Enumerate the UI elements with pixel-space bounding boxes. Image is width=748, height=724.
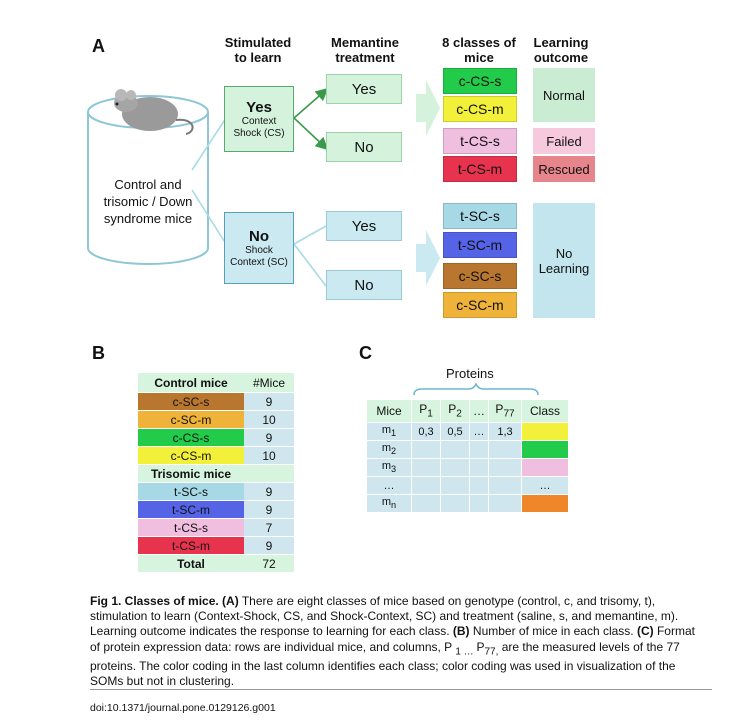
memantine-no-cs: No — [326, 132, 402, 162]
panel-b-label: B — [92, 343, 105, 363]
header-classes: 8 classes of mice — [442, 35, 516, 65]
table-row: c-CS-s 9 — [138, 429, 294, 446]
table-row: t-SC-m 9 — [138, 501, 294, 518]
table-row: m3 — [367, 459, 568, 476]
class-c-sc-m: c-SC-m — [443, 292, 517, 318]
table-row: … … — [367, 477, 568, 494]
panel-a-connectors — [87, 80, 440, 287]
table-subheader: Trisomic mice — [138, 465, 294, 482]
table-header: Control mice #Mice — [138, 373, 294, 392]
class-color-cell — [522, 441, 568, 458]
col-header-control: Control mice — [138, 373, 244, 392]
table-total-row: Total 72 — [138, 555, 294, 572]
cylinder-label: Control and trisomic / Down syndrome mic… — [103, 177, 193, 226]
stim-yes-box: Yes Context Shock (CS) — [224, 86, 294, 152]
table-row: c-SC-s 9 — [138, 393, 294, 410]
panel-c-label: C — [359, 343, 372, 363]
doi-text: doi:10.1371/journal.pone.0129126.g001 — [90, 702, 276, 714]
protein-data-table: Mice P1 P2 … P77 Class m1 0,3 0,5 … 1,3 … — [366, 399, 569, 513]
class-t-sc-s: t-SC-s — [443, 203, 517, 229]
stim-no-box: No Shock Context (SC) — [224, 212, 294, 284]
memantine-no-sc: No — [326, 270, 402, 300]
table-row: c-SC-m 10 — [138, 411, 294, 428]
table-row: t-CS-m 9 — [138, 537, 294, 554]
divider-line — [90, 689, 712, 690]
outcome-normal: Normal — [533, 68, 595, 122]
class-color-cell — [522, 495, 568, 512]
header-outcome: Learning outcome — [533, 35, 589, 65]
class-c-cs-s: c-CS-s — [443, 68, 517, 94]
class-color-cell: … — [522, 477, 568, 494]
panel-a-label: A — [92, 36, 105, 56]
outcome-no-learning: No Learning — [533, 203, 595, 318]
header-stimulated: Stimulated to learn — [224, 35, 292, 65]
outcome-failed: Failed — [533, 128, 595, 154]
table-row: mn — [367, 495, 568, 512]
class-t-cs-s: t-CS-s — [443, 128, 517, 154]
class-t-cs-m: t-CS-m — [443, 156, 517, 182]
proteins-label: Proteins — [446, 366, 494, 381]
class-c-cs-m: c-CS-m — [443, 96, 517, 122]
class-c-sc-s: c-SC-s — [443, 263, 517, 289]
table-row: m2 — [367, 441, 568, 458]
proteins-brace — [413, 383, 539, 396]
header-memantine: Memantine treatment — [331, 35, 399, 65]
figure-caption: Fig 1. Classes of mice. (A) There are ei… — [90, 594, 695, 689]
outcome-rescued: Rescued — [533, 156, 595, 182]
table-header: Mice P1 P2 … P77 Class — [367, 400, 568, 422]
memantine-yes-sc: Yes — [326, 211, 402, 241]
mouse-icon — [114, 89, 194, 135]
class-t-sc-m: t-SC-m — [443, 232, 517, 258]
memantine-yes-cs: Yes — [326, 74, 402, 104]
class-color-cell — [522, 459, 568, 476]
mice-count-table: Control mice #Mice c-SC-s 9 c-SC-m 10 c-… — [138, 372, 294, 573]
class-color-cell — [522, 423, 568, 440]
table-row: t-CS-s 7 — [138, 519, 294, 536]
table-row: c-CS-m 10 — [138, 447, 294, 464]
table-row: t-SC-s 9 — [138, 483, 294, 500]
col-header-count: #Mice — [244, 373, 294, 392]
table-row: m1 0,3 0,5 … 1,3 — [367, 423, 568, 440]
